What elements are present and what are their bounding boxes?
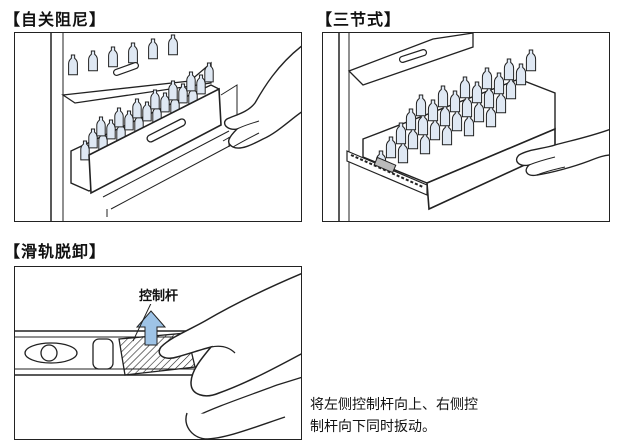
bottle: [196, 74, 206, 95]
upper-drawer-handle: [113, 61, 139, 77]
bottle: [395, 122, 407, 145]
bottle: [441, 123, 453, 146]
bottle: [124, 110, 134, 131]
instruction-line-2: 制杆向下同时扳动。: [310, 419, 436, 435]
bottle: [178, 83, 188, 104]
bottle: [148, 38, 158, 60]
bottle: [385, 136, 397, 159]
bottle: [114, 107, 124, 128]
bottle: [503, 58, 515, 81]
soft-close-drawing: [50, 33, 301, 221]
bottle: [150, 89, 160, 110]
bottle: [463, 114, 475, 137]
bottle: [495, 91, 507, 114]
bottle: [168, 34, 178, 56]
bottle: [515, 63, 527, 86]
instruction-line-1: 将左侧控制杆向上、右侧控: [310, 397, 478, 413]
bottle: [483, 86, 495, 109]
bottle: [493, 72, 505, 95]
bottle: [96, 116, 106, 137]
rail-bracket: [92, 338, 114, 370]
three-section-drawing: [338, 33, 609, 221]
rail-release-illustration: 控制杆: [14, 266, 302, 440]
bottle: [439, 104, 451, 127]
bottle: [481, 67, 493, 90]
rail-bearing-block: [373, 156, 397, 174]
bottle: [186, 71, 196, 92]
bottle: [419, 132, 431, 155]
bottle: [128, 42, 138, 64]
upper-bottle-row: [68, 34, 178, 76]
lower-drawer-handle: [146, 118, 186, 143]
hand-releasing: [158, 273, 301, 397]
hand-pushing: [223, 45, 301, 149]
bottle: [204, 62, 214, 83]
control-lever-label: 控制杆: [137, 285, 181, 304]
upper-drawer-handle: [398, 49, 428, 63]
three-section-illustration: [322, 32, 610, 222]
rail-release-drawing: [15, 273, 301, 439]
section-title-soft-close: 【自关阻尼】: [4, 10, 107, 29]
bottle: [405, 108, 417, 131]
bottle: [427, 99, 439, 122]
soft-close-illustration: [14, 32, 302, 222]
bottle: [132, 98, 142, 119]
bottle: [485, 105, 497, 128]
bottle: [108, 46, 118, 68]
bottle: [473, 100, 485, 123]
section-title-three-section: 【三节式】: [316, 10, 402, 29]
bottle: [449, 90, 461, 113]
bottle: [397, 141, 409, 164]
up-arrow: [135, 310, 167, 346]
bottle: [415, 94, 427, 117]
section-title-rail-release: 【滑轨脱卸】: [4, 242, 107, 261]
bottle: [459, 76, 471, 99]
bottle: [88, 128, 98, 149]
bottle: [461, 95, 473, 118]
bottle: [417, 113, 429, 136]
bottle: [88, 50, 98, 72]
bottle: [429, 118, 441, 141]
lower-drawer-front: [88, 87, 222, 195]
bottle: [437, 85, 449, 108]
bottle: [106, 119, 116, 140]
bottle: [471, 81, 483, 104]
rail-release-instruction: 将左侧控制杆向上、右侧控 制杆向下同时扳动。: [310, 394, 478, 438]
bottle: [451, 109, 463, 132]
bottle: [407, 127, 419, 150]
bottle: [525, 49, 537, 72]
bottle: [168, 80, 178, 101]
tray-bottle-grid: [375, 49, 537, 173]
bottle: [68, 54, 78, 76]
bottle: [142, 101, 152, 122]
bottle: [505, 77, 517, 100]
bottle: [160, 92, 170, 113]
